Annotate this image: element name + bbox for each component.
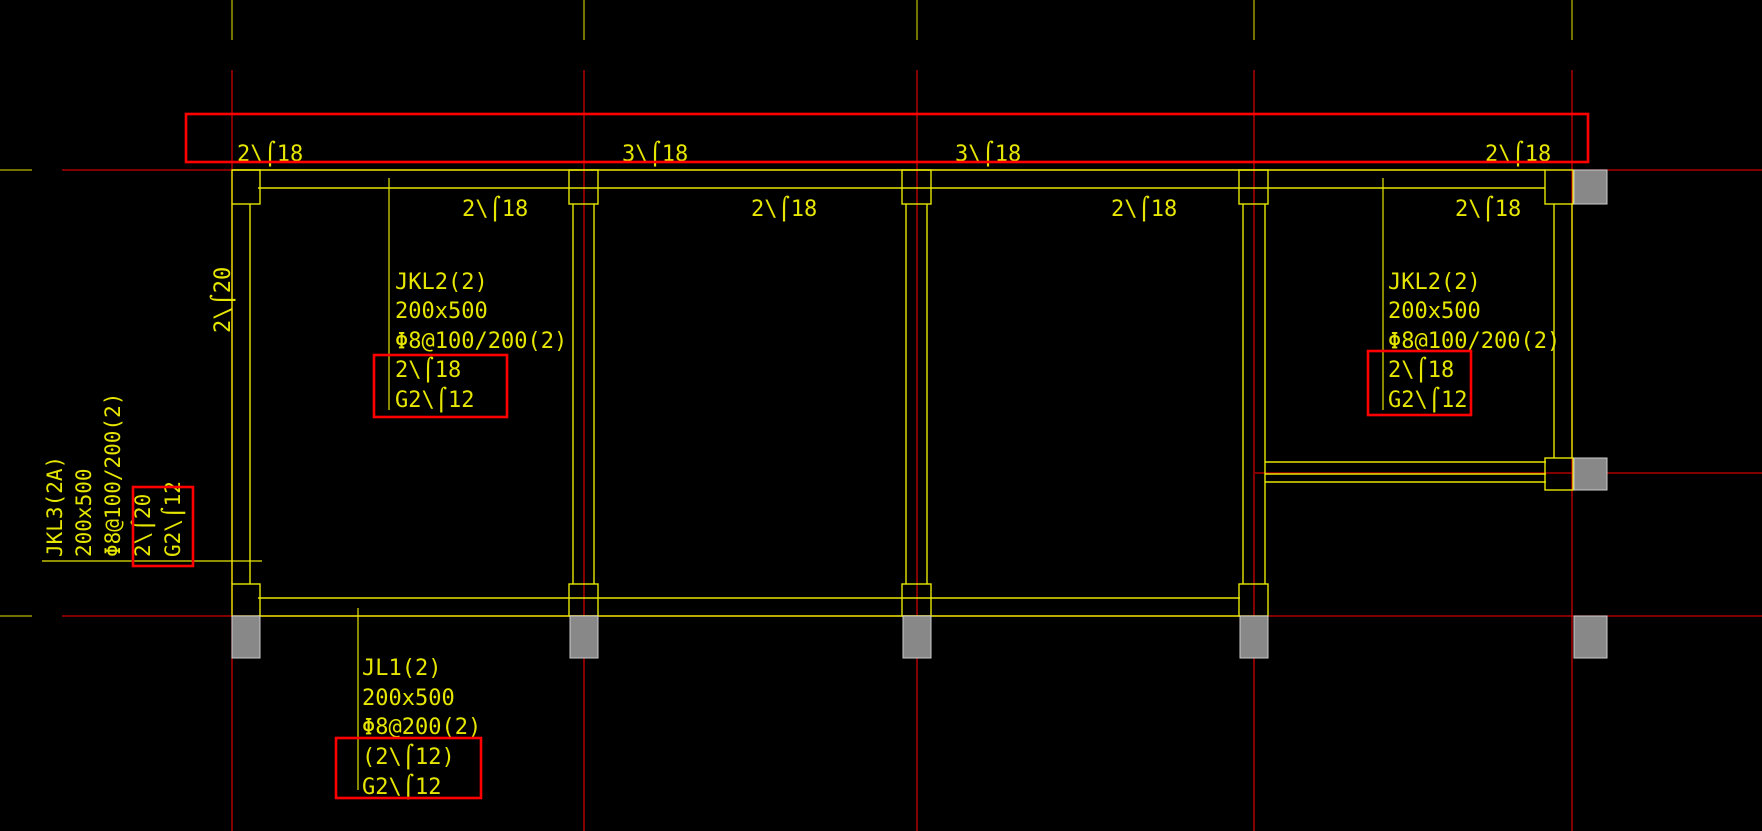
- beam-name: JKL3(2A): [43, 456, 67, 557]
- beam-top-rebar: 2\⌠20: [130, 494, 156, 557]
- highlight-jl1: [334, 736, 483, 800]
- bottom-rebar-label: 2\⌠18: [751, 195, 817, 222]
- highlight-boxes: [131, 112, 1590, 800]
- beam-outlines: [231, 169, 1574, 617]
- beam-size: 200x500: [1388, 299, 1481, 324]
- beam-size: 200x500: [362, 686, 455, 711]
- beam-top-rebar: (2\⌠12): [362, 743, 455, 770]
- bottom-rebar-label: 2\⌠18: [1455, 195, 1521, 222]
- bottom-rebar-label: 2\⌠18: [1111, 195, 1177, 222]
- beam-top-rebar: 2\⌠18: [395, 356, 461, 383]
- column: [1573, 615, 1608, 659]
- beam-name: JL1(2): [362, 656, 441, 681]
- jkl2-right-annotation: JKL2(2) 200x500 Φ8@100/200(2) 2\⌠18 G2\⌠…: [1388, 270, 1560, 413]
- column: [1573, 457, 1608, 491]
- column: [1239, 615, 1269, 659]
- highlight-top-rebar: [184, 112, 1590, 164]
- beam-name: JKL2(2): [1388, 270, 1481, 295]
- highlight-jkl3: [131, 485, 195, 568]
- columns: [231, 169, 1608, 659]
- grid-axes: [62, 70, 1762, 831]
- bottom-rebar-label: 2\⌠18: [462, 195, 528, 222]
- column: [231, 615, 261, 659]
- beam-side-rebar: G2\⌠12: [362, 773, 441, 800]
- beam-side-rebar: G2\⌠12: [1388, 386, 1467, 413]
- highlight-jkl2-left: [372, 353, 509, 419]
- highlight-jkl2-right: [1366, 349, 1473, 417]
- beam-stirrup: Φ8@100/200(2): [395, 329, 567, 354]
- beam-side-rebar: G2\⌠12: [395, 386, 474, 413]
- beam-stirrup: Φ8@200(2): [362, 715, 481, 740]
- grid-extension-lines: [0, 0, 1573, 617]
- beam-top-rebar: 2\⌠18: [1388, 356, 1454, 383]
- beam-stirrup: Φ8@100/200(2): [101, 393, 125, 557]
- leader-lines: [42, 178, 1384, 790]
- beam-size: 200x500: [72, 468, 96, 557]
- beam-size: 200x500: [395, 299, 488, 324]
- jkl2-left-annotation: JKL2(2) 200x500 Φ8@100/200(2) 2\⌠18 G2\⌠…: [395, 270, 567, 413]
- column: [1573, 169, 1608, 205]
- left-support-label: 2\⌠20: [209, 267, 236, 333]
- jkl3-annotation: JKL3(2A) 200x500 Φ8@100/200(2) 2\⌠20 G2\…: [43, 393, 186, 557]
- beam-name: JKL2(2): [395, 270, 488, 295]
- column: [902, 615, 932, 659]
- column: [569, 615, 599, 659]
- beam-side-rebar: G2\⌠12: [160, 481, 186, 557]
- jl1-annotation: JL1(2) 200x500 Φ8@200(2) (2\⌠12) G2\⌠12: [362, 656, 481, 800]
